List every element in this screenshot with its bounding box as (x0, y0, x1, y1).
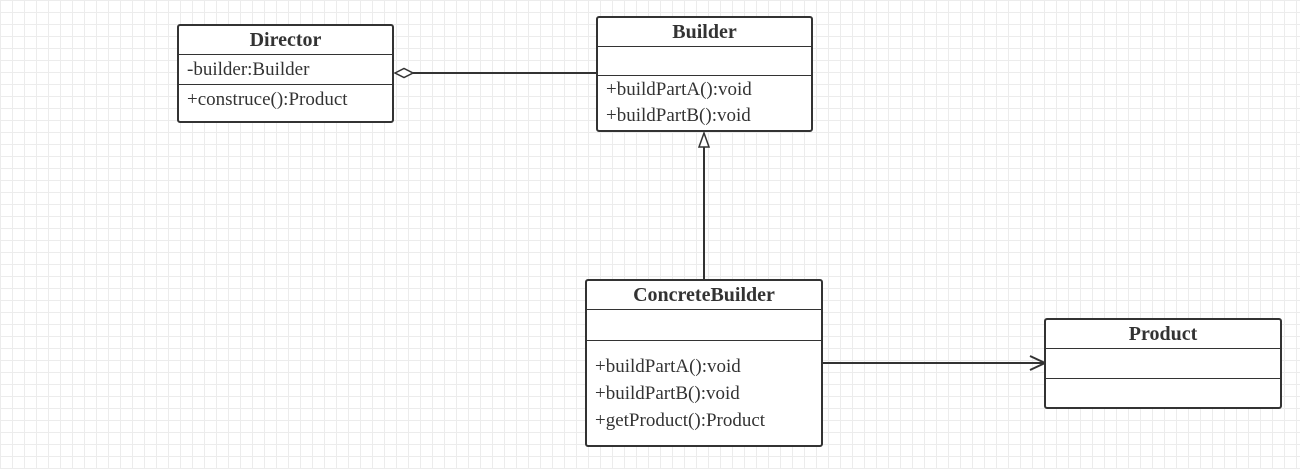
aggregation-connector[interactable] (393, 67, 597, 79)
aggregation-diamond (393, 67, 415, 79)
method: +construce():Product (187, 89, 348, 110)
method: +buildPartB():void (606, 105, 751, 126)
class-name: Director (179, 26, 392, 55)
class-product[interactable]: Product (1044, 318, 1282, 409)
method: +getProduct():Product (595, 410, 766, 431)
class-name: ConcreteBuilder (587, 281, 821, 310)
class-methods: +buildPartA():void +buildPartB():void +g… (587, 341, 821, 435)
association-connector[interactable] (822, 355, 1048, 371)
class-builder[interactable]: Builder +buildPartA():void +buildPartB()… (596, 16, 813, 132)
class-attributes (587, 310, 821, 341)
class-attributes (598, 47, 811, 76)
class-methods: +construce():Product (179, 85, 392, 114)
class-name: Builder (598, 18, 811, 47)
class-concrete-builder[interactable]: ConcreteBuilder +buildPartA():void +buil… (585, 279, 823, 447)
method: +buildPartA():void (595, 356, 741, 377)
attribute: -builder:Builder (187, 59, 310, 80)
generalization-arrowhead (697, 130, 711, 148)
method: +buildPartB():void (595, 383, 740, 404)
class-attributes: -builder:Builder (179, 55, 392, 85)
class-attributes (1046, 349, 1280, 379)
method: +buildPartA():void (606, 79, 752, 100)
class-methods: +buildPartA():void +buildPartB():void (598, 76, 811, 130)
class-director[interactable]: Director -builder:Builder +construce():P… (177, 24, 394, 123)
class-name: Product (1046, 320, 1280, 349)
class-methods (1046, 379, 1280, 407)
generalization-connector[interactable] (697, 130, 711, 279)
